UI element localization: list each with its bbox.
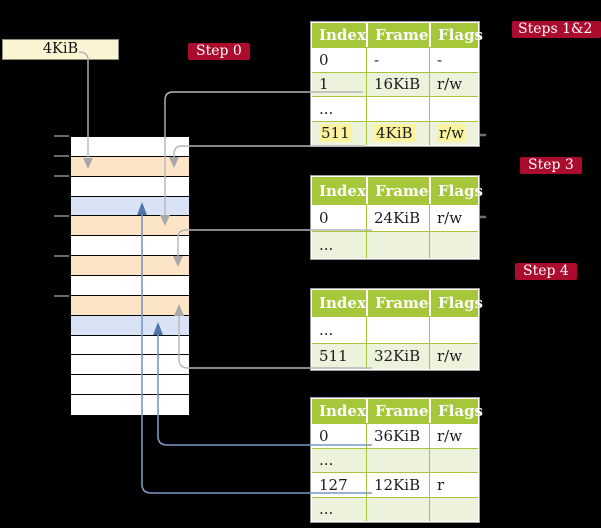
table-header-frame: Frame: [366, 290, 429, 317]
table-header-index: Index: [312, 399, 366, 424]
table-cell: 0: [312, 423, 366, 448]
table-cell: 4KiB: [366, 120, 429, 145]
table-cell: [366, 447, 429, 473]
table-cell: ...: [312, 96, 366, 121]
table-cell: [429, 316, 478, 343]
table-cell: 32KiB: [366, 342, 429, 369]
badge-step-0: Step 0: [188, 43, 250, 60]
table-cell: [366, 496, 429, 521]
memory-row-white: [71, 276, 189, 296]
table-cell: [429, 231, 478, 258]
frame-size-label: 4KiB: [2, 39, 119, 60]
table-cell: -: [429, 47, 478, 72]
table-cell: [366, 316, 429, 343]
table-header-flags: Flags: [429, 399, 483, 424]
table-header-index: Index: [312, 177, 366, 204]
table-cell: r/w: [429, 71, 478, 97]
table-cell: r: [429, 472, 478, 497]
table-cell: 0: [312, 204, 366, 231]
memory-row-peach: [71, 216, 189, 237]
table-cell: 12KiB: [366, 472, 429, 497]
table-cell: r/w: [429, 423, 478, 448]
arrow-t1e511-to-frame2: [173, 145, 365, 157]
table-cell: r/w: [429, 342, 478, 369]
table-header-index: Index: [312, 290, 366, 317]
memory-row-white: [71, 395, 189, 415]
memory-row-peach: [71, 156, 189, 177]
table-cell: 127: [312, 472, 366, 497]
table-cell: 36KiB: [366, 423, 429, 448]
table-cell: r/w: [429, 204, 478, 231]
memory-row-blue: [71, 196, 189, 217]
table-header-frame: Frame: [366, 23, 429, 48]
table-cell: ...: [312, 231, 366, 258]
table-header-flags: Flags: [429, 23, 483, 48]
memory-row-white: [71, 137, 189, 157]
table-cell: 511: [312, 120, 366, 145]
memory-row-white: [71, 355, 189, 376]
memory-row-peach: [71, 256, 189, 276]
table-cell: 0: [312, 47, 366, 72]
table-cell: r/w: [429, 120, 478, 145]
table-header-frame: Frame: [366, 177, 429, 204]
table-cell: ...: [312, 447, 366, 473]
memory-row-white: [71, 236, 189, 257]
table-cell: [366, 96, 429, 121]
table-cell: 1: [312, 71, 366, 97]
badge-step-4: Step 4: [515, 263, 577, 280]
badge-steps-1-2: Steps 1&2: [512, 21, 601, 38]
memory-row-white: [71, 335, 189, 356]
memory-tick-marks: [54, 135, 69, 297]
memory-row-white: [71, 176, 189, 197]
table-header-flags: Flags: [429, 177, 483, 204]
highlighted-value: 4KiB: [374, 124, 415, 143]
table-cell: -: [366, 47, 429, 72]
table-cell: ...: [312, 496, 366, 521]
memory-stack: [70, 136, 190, 416]
table-cell: ...: [312, 316, 366, 343]
table-cell: [429, 96, 478, 121]
table-cell: 511: [312, 342, 366, 369]
table-header-frame: Frame: [366, 399, 429, 424]
table-cell: [429, 496, 478, 521]
memory-row-white: [71, 375, 189, 396]
table-header-flags: Flags: [429, 290, 483, 317]
highlighted-value: r/w: [437, 124, 467, 143]
memory-row-peach: [71, 295, 189, 316]
badge-step-3: Step 3: [520, 157, 582, 174]
table-cell: [429, 447, 478, 473]
table-cell: [366, 231, 429, 258]
table-header-index: Index: [312, 23, 366, 48]
memory-row-blue: [71, 315, 189, 336]
highlighted-value: 511: [319, 124, 352, 143]
table-cell: 16KiB: [366, 71, 429, 97]
table-cell: 24KiB: [366, 204, 429, 231]
